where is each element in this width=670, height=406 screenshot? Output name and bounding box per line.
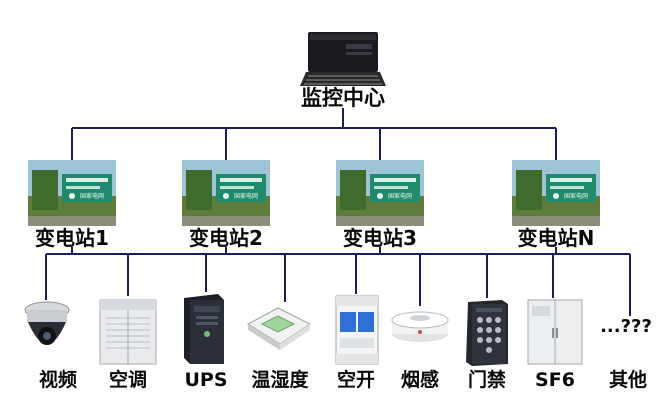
svg-text:国家电网: 国家电网 [388,192,412,200]
other-placeholder-text: ...??? [600,318,652,336]
keypad-access-icon [462,298,512,366]
device-label-ups: UPS [184,371,227,390]
device-label-video: 视频 [39,371,77,390]
svg-text:国家电网: 国家电网 [80,192,104,200]
substation-photo-n: 国家电网 [512,160,600,226]
device-label-ac: 空调 [109,371,147,390]
monitoring-center-label: 监控中心 [301,88,385,109]
device-label-other: 其他 [609,371,647,390]
device-label-breaker: 空开 [337,371,375,390]
device-label-smoke: 烟感 [401,371,439,390]
station-label-3: 变电站3 [343,228,417,248]
humidity-sensor-icon [244,302,314,352]
station-label-n: 变电站N [518,228,595,248]
station-label-2: 变电站2 [189,228,263,248]
substation-photo-2: 国家电网 [182,160,270,226]
circuit-breaker-icon [332,294,382,366]
dome-camera-icon [22,300,72,364]
air-conditioner-icon [98,296,158,366]
svg-text:国家电网: 国家电网 [564,192,588,200]
computer-server-icon [300,30,386,88]
smoke-detector-icon [388,306,452,346]
device-label-humidity: 温湿度 [251,371,308,390]
substation-photo-3: 国家电网 [336,160,424,226]
substation-photo-1: 国家电网 [28,160,116,226]
device-label-sf6: SF6 [535,371,575,390]
station-label-1: 变电站1 [35,228,109,248]
device-label-access: 门禁 [468,371,506,390]
sf6-cabinet-icon [526,298,584,366]
svg-text:国家电网: 国家电网 [234,192,258,200]
ups-tower-icon [178,292,230,366]
